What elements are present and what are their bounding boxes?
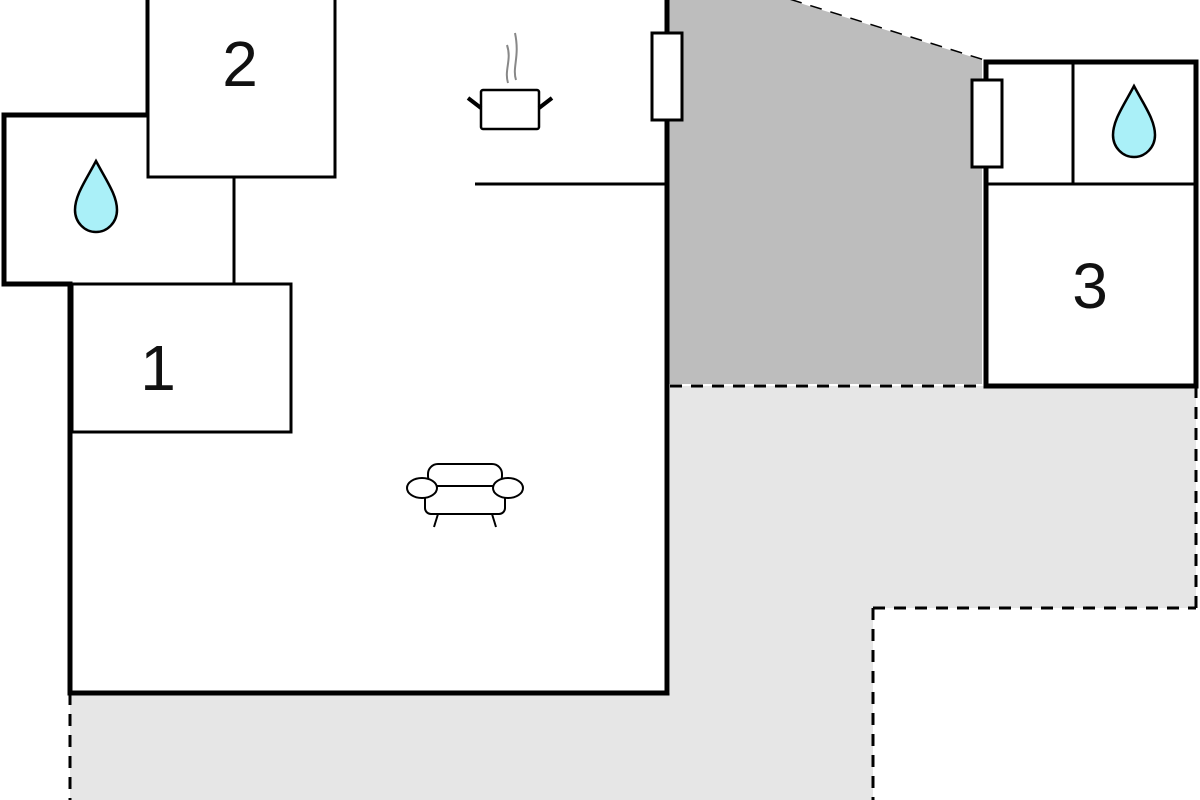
open-terrace-area: [70, 386, 1196, 800]
water-drop-icon: [1111, 83, 1157, 159]
room-label-2: 2: [222, 28, 258, 100]
armchair-icon: [406, 463, 524, 528]
walls: [1, 0, 670, 696]
room-label-3: 3: [1072, 250, 1108, 322]
window: [970, 78, 1004, 169]
room-label-1: 1: [140, 332, 176, 404]
water-drop-icon: [73, 158, 119, 234]
annex-building: [983, 59, 1199, 389]
terrace-dashed-outline: [68, 0, 1198, 800]
annex-interior-walls: [986, 62, 1196, 186]
covered-terrace-area: [669, 0, 982, 384]
cooking-pot-icon: [466, 32, 554, 131]
window: [650, 31, 684, 122]
